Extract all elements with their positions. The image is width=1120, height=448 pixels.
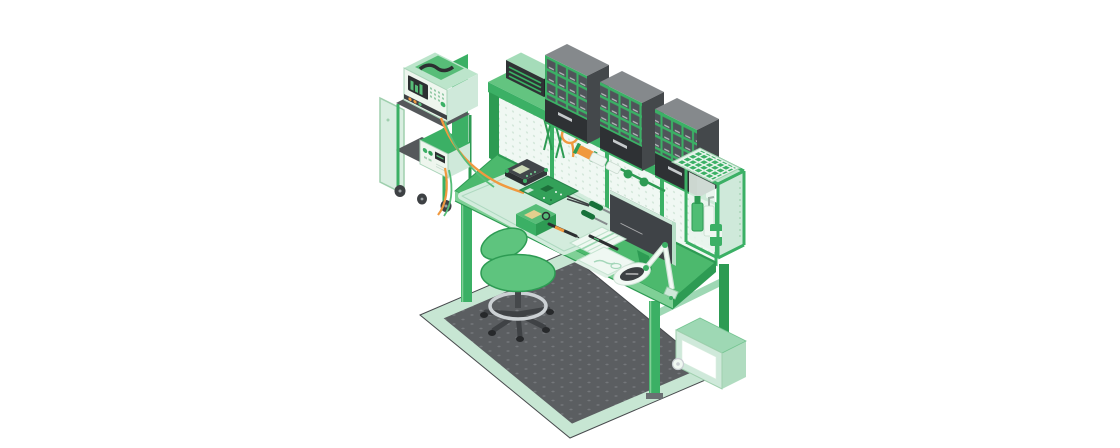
carry-handle [418,63,455,73]
bench-right-edge [673,262,716,309]
equipment-trolley [379,52,478,217]
stool-casters [480,309,554,342]
iron-holder [541,211,551,221]
white-spool [589,152,608,167]
oscilloscope [403,52,478,123]
dispenser-cabinet [684,153,746,260]
shelf-support [489,92,499,163]
floor-covering-label [681,339,717,380]
pcb-board [518,175,580,206]
breadboard [568,226,628,256]
oscilloscope-front [404,75,447,120]
monitor-logo [620,222,643,235]
cable-spool-rail [572,142,666,193]
floor-mat-border [420,309,583,438]
stool-seat [480,253,556,293]
solder-sponge [524,210,542,219]
monitor-tagline-line [620,222,643,235]
bench-leg [649,301,660,393]
keyboard-keys [676,150,736,181]
monitor-screen [610,190,676,266]
storage-bin-cabinets [545,44,719,198]
arm-joint [662,242,668,248]
magnifier-head [613,262,651,286]
green-knob [639,177,649,187]
floor-covering-box [671,317,747,390]
floor-mat-border [559,366,717,438]
power-supply-front [419,139,449,179]
lamp-clamp [663,286,679,300]
lab-stool [480,227,556,342]
bench-leg [461,196,472,302]
trolley-side-panel [379,96,405,196]
probe-cables [439,117,525,195]
magnifier-lamp [613,242,679,300]
white-spool [605,161,621,174]
multimeter-screen [512,165,530,174]
arm-joint [643,265,649,271]
multimeter [505,159,548,186]
tweezers [566,195,591,207]
test-lead-cables [437,167,453,217]
soldering-station [516,204,556,236]
green-knob [623,169,633,179]
keyboard [670,147,742,183]
